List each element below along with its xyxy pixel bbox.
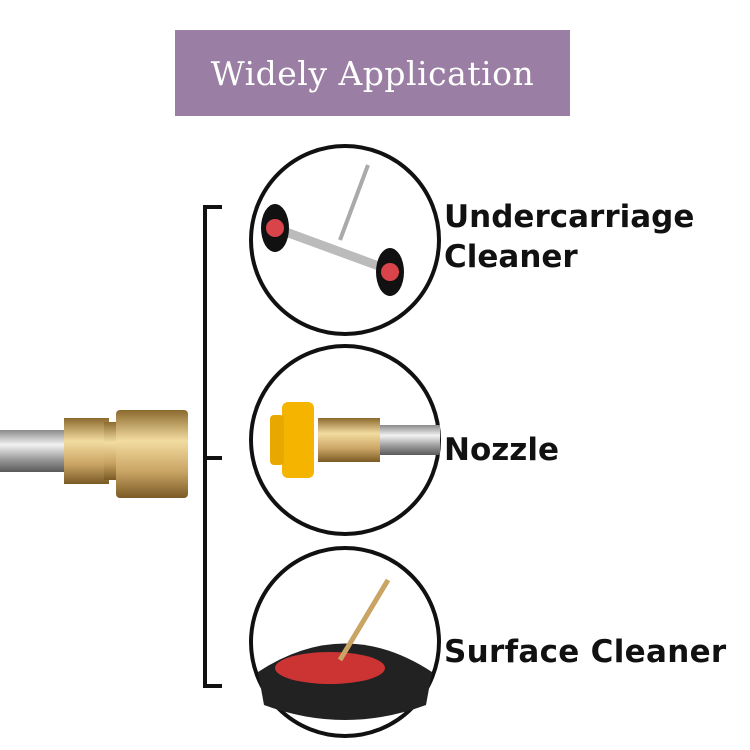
nozzle-label: Nozzle [444, 430, 559, 470]
label-line: Cleaner [444, 239, 578, 275]
bracket [203, 205, 222, 688]
surface-cleaner-label: Surface Cleaner [444, 632, 727, 672]
title-banner: Widely Application [175, 30, 570, 116]
quick-connect-coupler [0, 410, 188, 498]
label-line: Surface Cleaner [444, 634, 727, 670]
undercarriage-cleaner-image [249, 144, 441, 336]
banner-title: Widely Application [210, 53, 535, 93]
label-line: Nozzle [444, 432, 559, 468]
surface-cleaner-image [249, 546, 441, 738]
label-line: Undercarriage [444, 199, 695, 235]
undercarriage-cleaner-label: Undercarriage Cleaner [444, 197, 694, 277]
nozzle-image [249, 344, 441, 536]
